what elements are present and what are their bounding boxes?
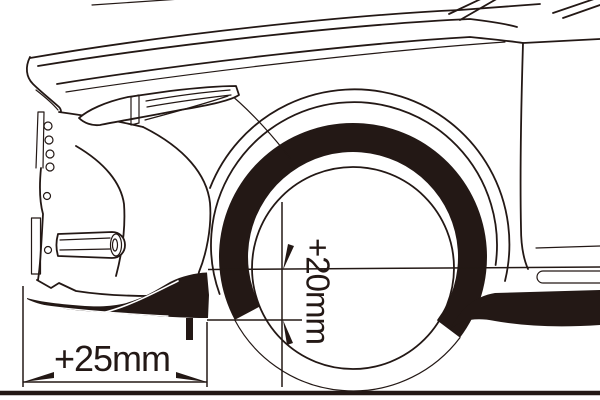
vertical-dimension-label: +20mm xyxy=(300,238,337,344)
grille-bar xyxy=(35,111,45,169)
fog-light-cap-inner xyxy=(111,238,119,252)
fender-top-line xyxy=(56,36,524,85)
grille-slat-bump-3 xyxy=(45,149,55,159)
nose-inner-line xyxy=(35,89,59,111)
hood-lines xyxy=(29,0,600,159)
headlight-stripe-2 xyxy=(146,94,232,108)
bumper-left-edge xyxy=(37,167,44,281)
grille-slat-bump-5 xyxy=(42,191,52,201)
grille-slat-bump-4 xyxy=(45,162,55,172)
plate-bracket xyxy=(30,217,42,275)
nose-curl xyxy=(26,56,62,113)
wheel-arch-arc xyxy=(210,101,498,295)
front-bumper xyxy=(26,56,240,297)
fog-light-lines xyxy=(59,237,111,251)
fender-flare-arc xyxy=(209,88,511,282)
fender-door-seam xyxy=(519,42,529,270)
hood-top-edge xyxy=(29,3,541,59)
bumper-inner-crease xyxy=(75,145,126,277)
headlight-stripe-1 xyxy=(145,89,231,102)
grille-slat-bump-6 xyxy=(43,245,53,255)
lip-body xyxy=(27,272,209,318)
bumper-side-curve xyxy=(142,126,212,293)
arrowhead-up-icon xyxy=(283,320,293,345)
fender-top-line-2 xyxy=(65,41,506,93)
headlight-inner-lower xyxy=(144,95,229,121)
a-pillar-line-2 xyxy=(459,0,497,21)
cowl-line xyxy=(522,38,600,44)
headlight-outline xyxy=(78,85,240,127)
arrowhead-right-icon xyxy=(176,372,207,382)
headlight-divider xyxy=(130,94,140,126)
rocker-side xyxy=(450,42,600,330)
lip-under-tab xyxy=(186,318,193,340)
rocker-trim-pill xyxy=(536,270,600,284)
a-pillar-line-4 xyxy=(562,4,600,19)
horizontal-dimension-label: +25mm xyxy=(54,338,170,379)
side-skirt-black xyxy=(450,290,600,330)
headlight xyxy=(78,85,240,127)
front-wheel xyxy=(209,88,511,392)
lip-bottom-highlight xyxy=(32,303,169,317)
a-pillar-line-3 xyxy=(552,0,594,14)
fog-light-body xyxy=(55,231,126,259)
front-lip-spoiler xyxy=(27,272,209,340)
fog-light-cap xyxy=(109,233,123,257)
hood-far-edge xyxy=(91,0,178,6)
dimension-horizontal-25mm: +25mm xyxy=(22,286,208,387)
fog-light xyxy=(55,231,126,259)
arrowhead-left-icon xyxy=(23,372,54,382)
a-pillar-line-1 xyxy=(448,0,481,15)
door-bottom-crease xyxy=(535,245,600,249)
hood-second-line xyxy=(37,18,518,67)
lip-highlight-curve xyxy=(101,280,179,314)
grille-slat-bump-1 xyxy=(43,121,53,131)
dimension-vertical-20mm: +20mm xyxy=(207,202,600,387)
reference-line-upper xyxy=(207,266,600,271)
arrowhead-down-icon xyxy=(283,244,294,270)
grille-slat-bump-2 xyxy=(44,135,54,145)
tire-bottom-outline xyxy=(234,319,461,392)
